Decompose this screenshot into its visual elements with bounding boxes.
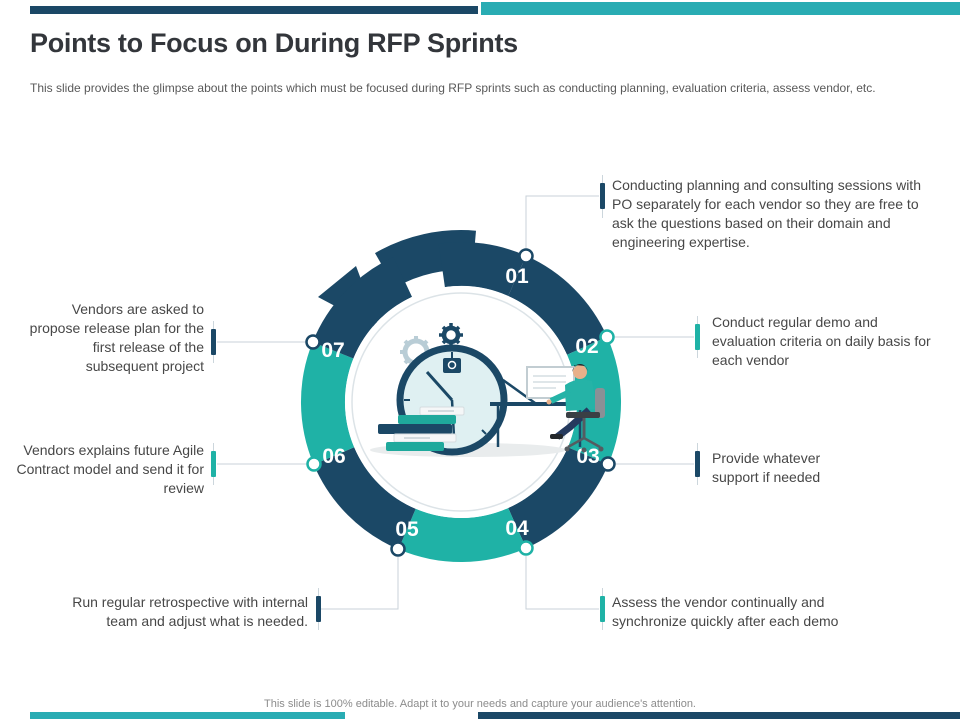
segment-number-07: 07: [321, 339, 344, 362]
tick-07: [211, 329, 216, 355]
tick-04: [600, 596, 605, 622]
segment-number-06: 06: [322, 445, 345, 468]
item-description-02: Conduct regular demo and evaluation crit…: [712, 314, 931, 368]
center-illustration: [370, 323, 605, 457]
ring-segment-05: [313, 447, 416, 550]
top-bar-teal: [481, 2, 960, 15]
connector-line-05: [321, 557, 399, 610]
books-icon: [378, 406, 465, 451]
footer-note: This slide is 100% editable. Adapt it to…: [264, 698, 696, 710]
connector-line-04: [525, 556, 599, 610]
segment-number-03: 03: [576, 445, 599, 468]
item-description-05: Run regular retrospective with internal …: [72, 594, 308, 629]
node-dot-05: [390, 541, 406, 557]
segment-number-01: 01: [505, 265, 529, 288]
ring-segment-06: [300, 342, 355, 465]
ring-segment-04: [398, 508, 527, 563]
tick-06: [211, 451, 216, 477]
item-description-06: Vendors explains future Agile Contract m…: [16, 442, 204, 496]
item-description-04: Assess the vendor continually and synchr…: [612, 594, 839, 629]
node-dot-03: [600, 456, 616, 472]
tick-05: [316, 596, 321, 622]
segment-number-05: 05: [395, 518, 419, 541]
tick-02: [695, 324, 700, 350]
tick-01: [600, 183, 605, 209]
bottom-bar-navy: [478, 712, 960, 719]
connector-line-01: [525, 195, 599, 250]
page-subtitle: This slide provides the glimpse about th…: [30, 81, 876, 95]
node-dot-06: [306, 456, 322, 472]
node-dot-01: [518, 248, 534, 264]
ring-segment-07: [312, 257, 412, 359]
ring-segment-03: [508, 447, 609, 549]
ring-arrow-tail: [438, 242, 527, 296]
chair: [564, 388, 605, 453]
node-dots: [305, 248, 616, 557]
segment-number-02: 02: [575, 335, 598, 358]
tick-03: [695, 451, 700, 477]
item-description-03: Provide whatever support if needed: [712, 450, 821, 485]
node-dot-02: [599, 329, 615, 345]
top-bar-navy: [30, 6, 478, 14]
page-title: Points to Focus on During RFP Sprints: [30, 28, 518, 58]
node-dot-04: [518, 540, 534, 556]
item-description-01: Conducting planning and consulting sessi…: [612, 177, 921, 250]
ring-segment-01: [508, 255, 608, 355]
segment-number-04: 04: [505, 517, 529, 540]
node-dot-07: [305, 334, 321, 350]
item-description-07: Vendors are asked to propose release pla…: [29, 301, 204, 374]
connector-lines: [217, 195, 694, 610]
bottom-bar-teal: [30, 712, 345, 719]
